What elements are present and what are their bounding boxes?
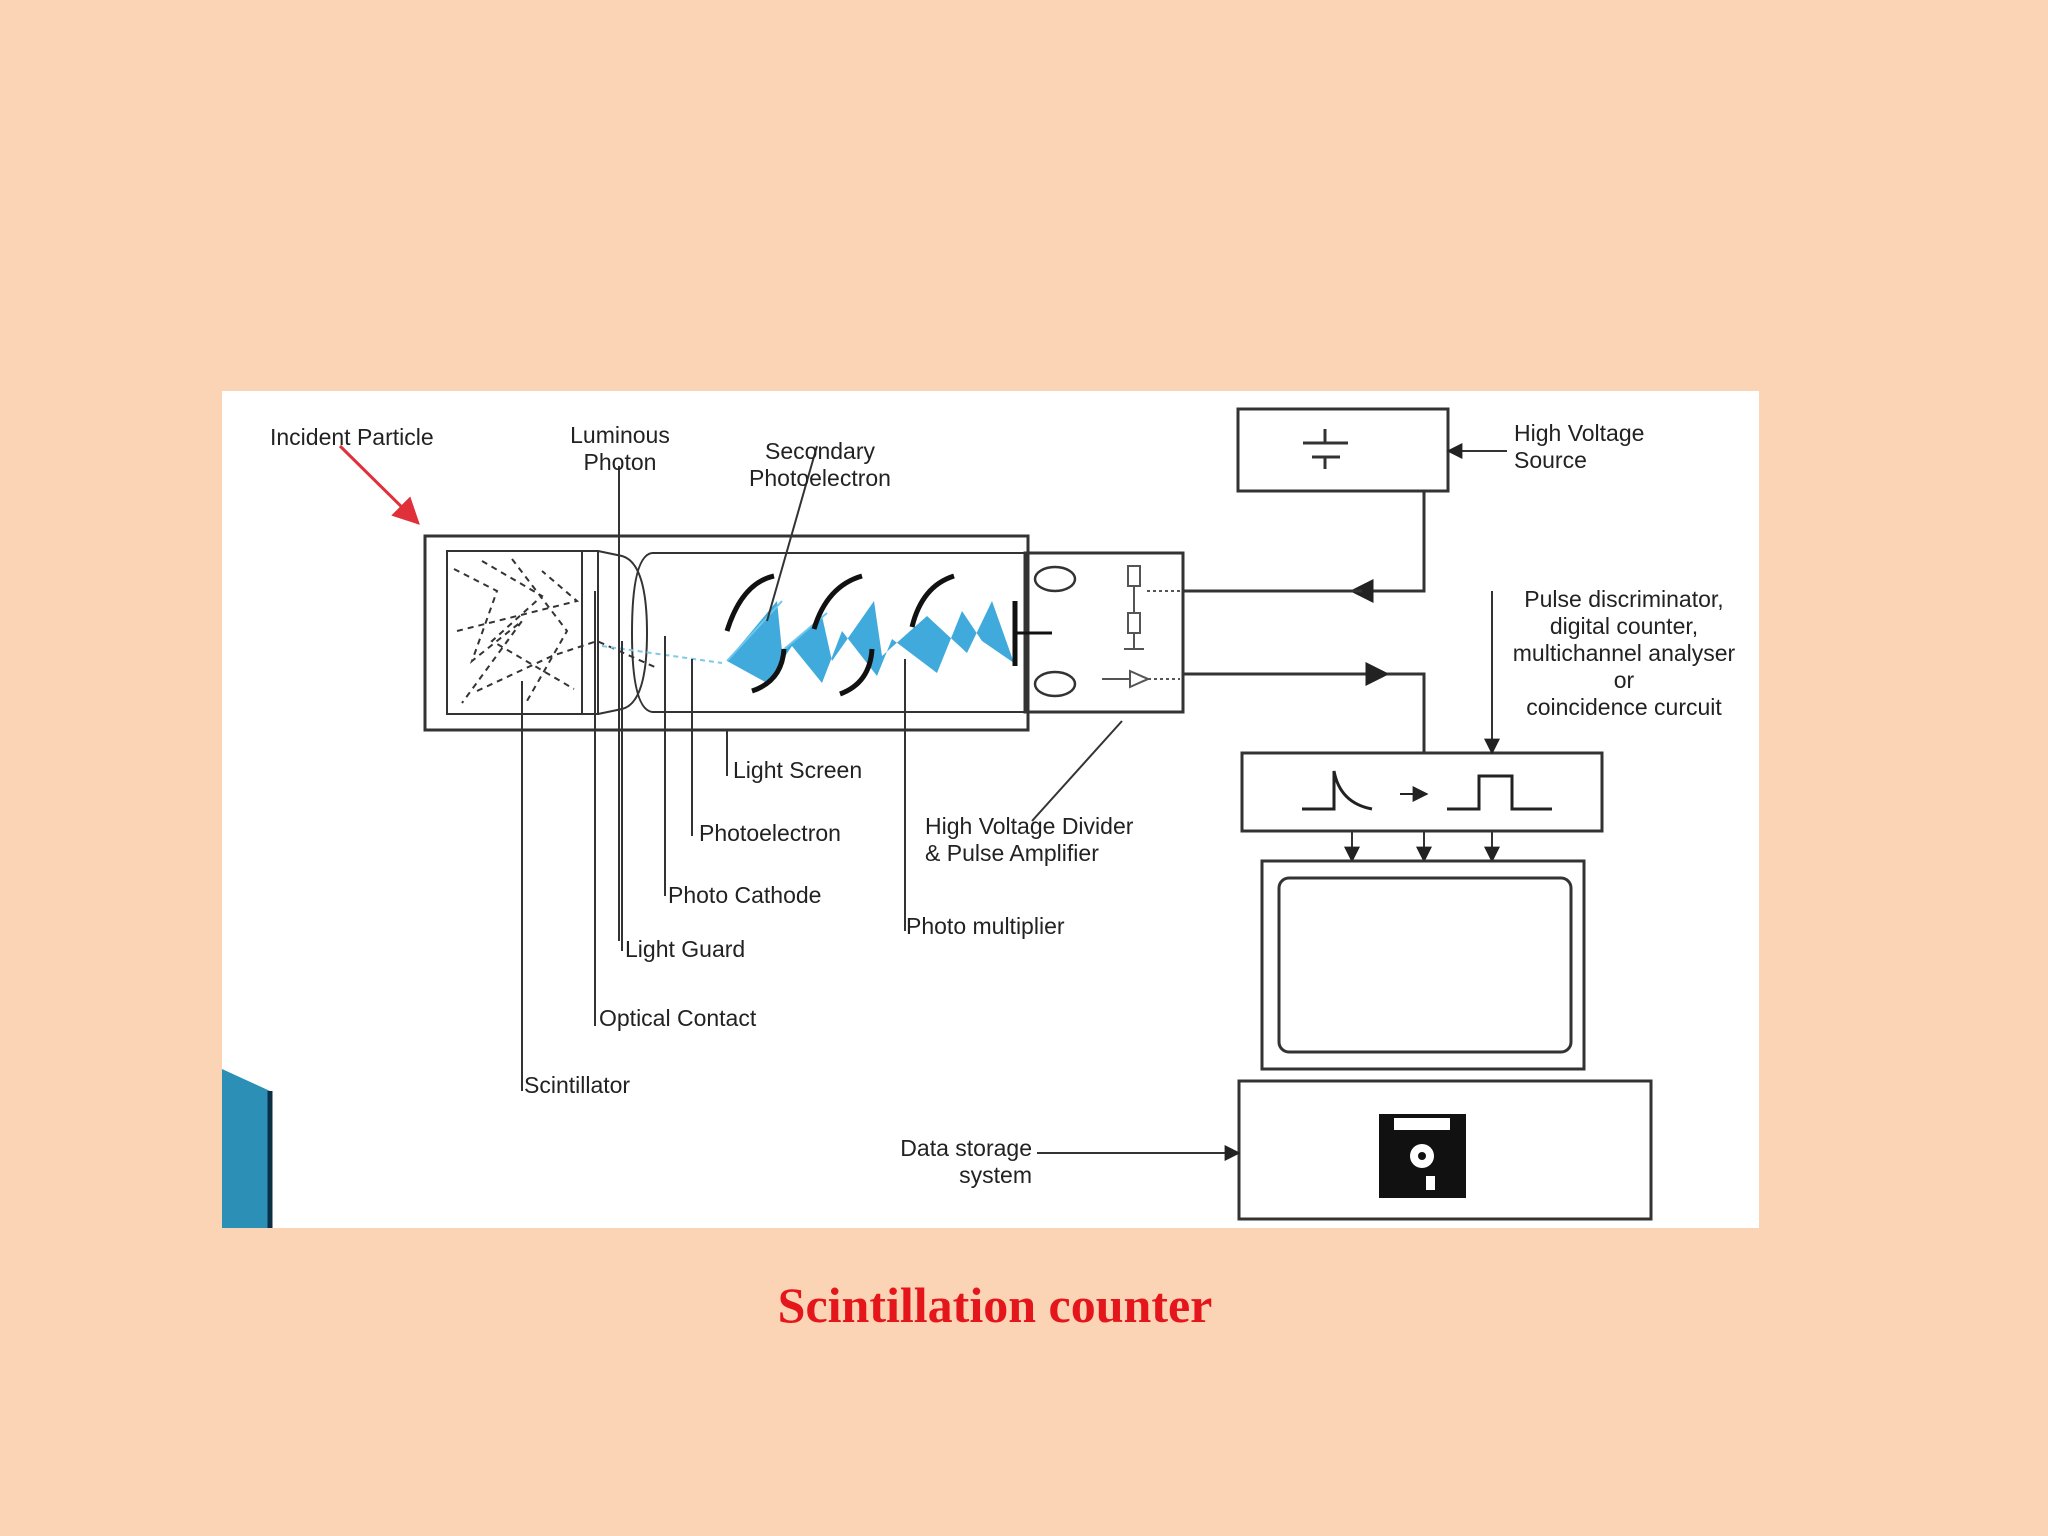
label-high-voltage-source-2: Source: [1514, 447, 1587, 473]
label-high-voltage-source-1: High Voltage: [1514, 420, 1644, 446]
label-pulse-1: Pulse discriminator,: [1524, 586, 1723, 612]
label-light-guard: Light Guard: [625, 936, 745, 962]
label-photo-multiplier: Photo multiplier: [906, 913, 1065, 939]
floppy-disk-icon: [1379, 1114, 1466, 1198]
label-data-storage-2: system: [959, 1162, 1032, 1188]
monitor-screen: [1277, 876, 1573, 1054]
label-hv-divider-2: & Pulse Amplifier: [925, 840, 1099, 866]
monitor-frame: [1260, 859, 1586, 1071]
label-scintillator: Scintillator: [524, 1072, 630, 1098]
leader-lines: [521, 445, 1123, 1091]
label-pulse-4: or: [1614, 667, 1635, 693]
label-luminous-photon-1: Luminous: [570, 422, 670, 448]
label-data-storage-1: Data storage: [900, 1135, 1032, 1161]
label-optical-contact: Optical Contact: [599, 1005, 757, 1031]
slide-caption: Scintillation counter: [777, 1277, 1213, 1333]
label-light-screen: Light Screen: [733, 757, 862, 783]
diagram-panel: [222, 391, 1759, 1228]
label-secondary-photoelectron-2: Photoelectron: [749, 465, 891, 491]
label-pulse-5: coincidence curcuit: [1526, 694, 1722, 720]
pulse-shape-icon: [1302, 770, 1552, 811]
scintillator-photon-tracks: [453, 558, 658, 704]
pulse-discriminator-box: [1240, 751, 1604, 833]
label-photo-cathode: Photo Cathode: [668, 882, 821, 908]
label-luminous-photon-2: Photon: [584, 449, 657, 475]
label-hv-divider-1: High Voltage Divider: [925, 813, 1134, 839]
label-photoelectron: Photoelectron: [699, 820, 841, 846]
voltage-divider-components: [1102, 565, 1180, 689]
label-incident-particle: Incident Particle: [270, 424, 434, 450]
dynodes: [724, 573, 955, 697]
label-secondary-photoelectron-1: Secondary: [765, 438, 875, 464]
scintillation-counter-diagram: Incident Particle Luminous Photon Second…: [222, 391, 1759, 1228]
label-pulse-3: multichannel analyser: [1513, 640, 1736, 666]
battery-icon: [1303, 429, 1348, 469]
teal-corner-fragment: [222, 1069, 270, 1228]
label-pulse-2: digital counter,: [1550, 613, 1698, 639]
incident-particle-arrow: [338, 444, 420, 525]
